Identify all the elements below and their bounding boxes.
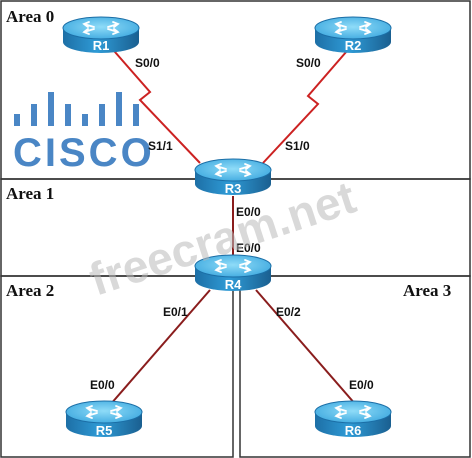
cisco-logo-text: CISCO [13,131,155,175]
area-0-label: Area 0 [6,7,54,26]
router-r5-label: R5 [96,423,113,438]
router-r2-label: R2 [345,38,362,53]
ethernet-link-r4-r5 [109,289,211,406]
router-r1-label: R1 [93,38,110,53]
links [107,43,357,406]
iface-r1-s0-0: S0/0 [135,56,160,70]
area-2-label: Area 2 [6,281,54,300]
ethernet-link-r4-r6 [255,289,357,406]
router-r1[interactable]: R1 [62,16,140,53]
serial-link-r1-r3 [107,43,201,164]
routers: R1 R2 R3 R4 R5 [62,16,392,438]
router-r3[interactable]: R3 [194,158,272,196]
iface-r6-e0-0: E0/0 [349,378,374,392]
area-2-box [0,275,234,458]
iface-r4-e0-2: E0/2 [276,305,301,319]
router-r3-label: R3 [225,181,242,196]
router-r4[interactable]: R4 [194,254,272,292]
iface-r4-e0-1: E0/1 [163,305,188,319]
iface-r5-e0-0: E0/0 [90,378,115,392]
cisco-bridge-icon [14,92,139,126]
iface-r4-e0-0: E0/0 [236,241,261,255]
iface-r3-e0-0: E0/0 [236,205,261,219]
serial-link-r2-r3 [262,43,354,164]
area-3-box [239,275,471,458]
router-r6[interactable]: R6 [314,400,392,438]
iface-r2-s0-0: S0/0 [296,56,321,70]
router-r5[interactable]: R5 [65,400,143,438]
iface-r3-s1-0: S1/0 [285,139,310,153]
iface-r3-s1-1: S1/1 [148,139,173,153]
router-r4-label: R4 [225,277,242,292]
cisco-logo: CISCO [13,92,155,175]
router-r6-label: R6 [345,423,362,438]
area-1-label: Area 1 [6,184,54,203]
area-3-label: Area 3 [403,281,451,300]
router-r2[interactable]: R2 [314,16,392,53]
